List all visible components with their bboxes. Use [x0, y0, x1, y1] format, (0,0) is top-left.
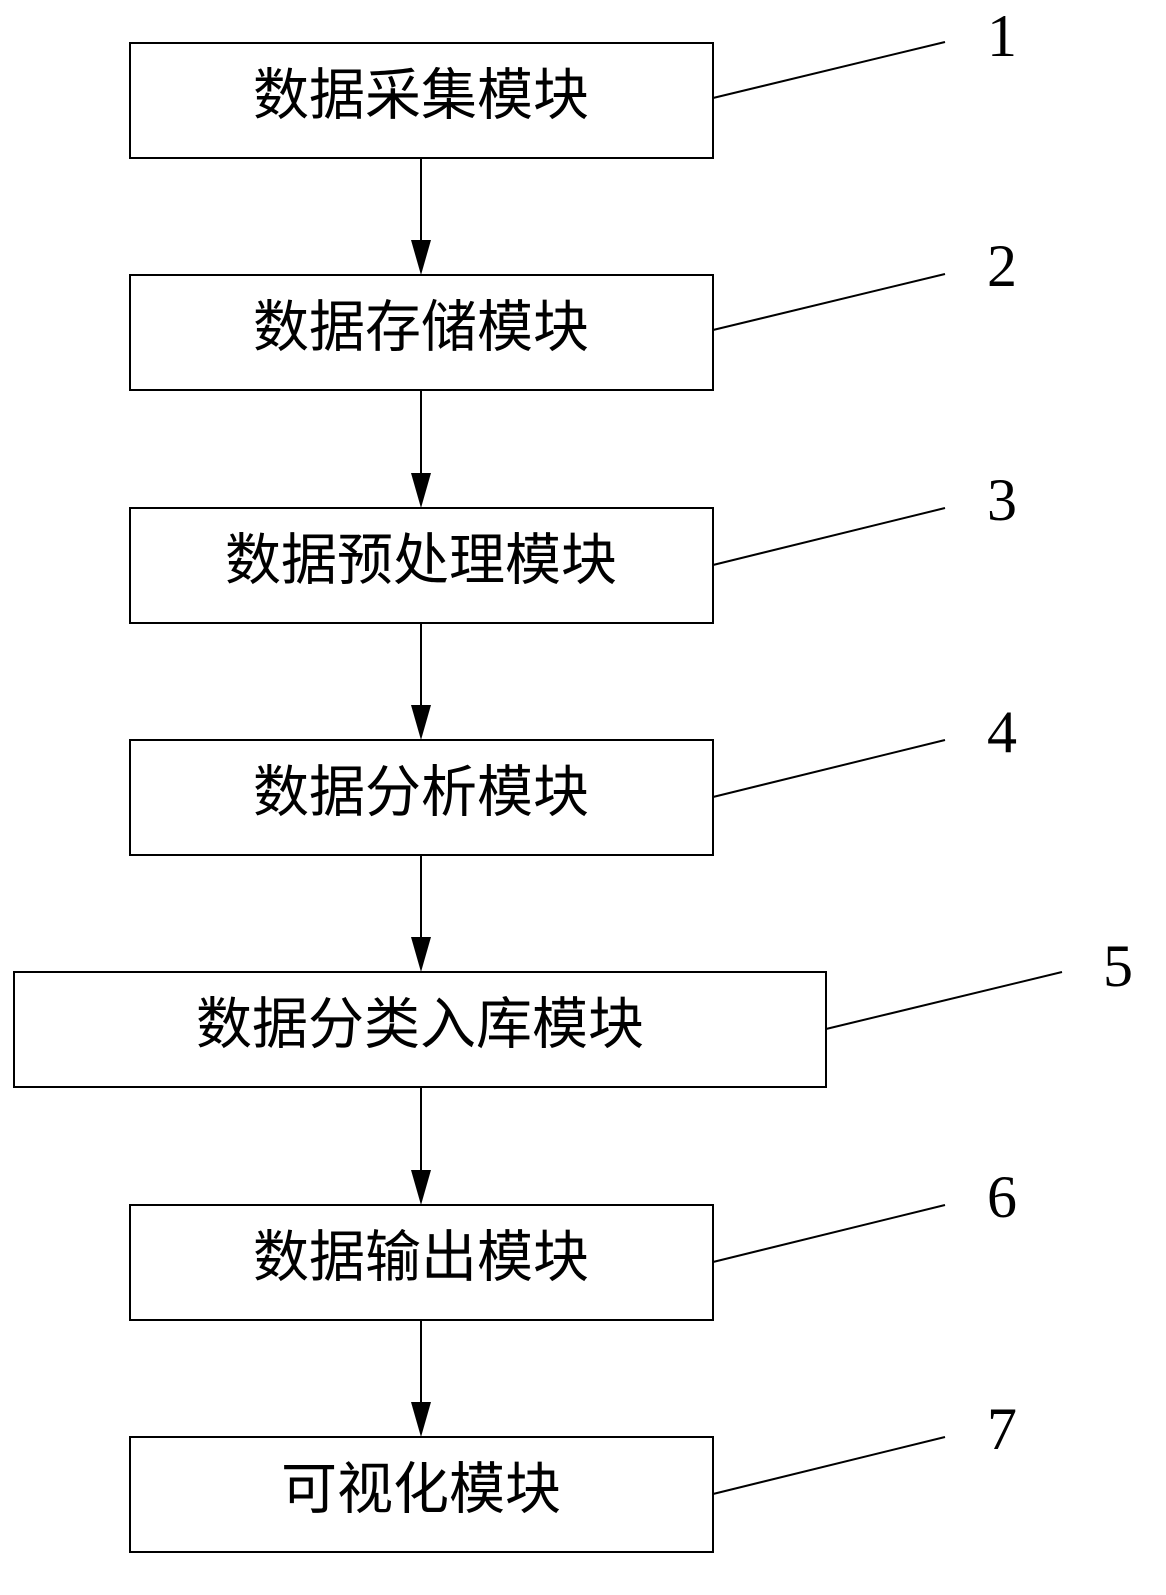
reference-number: 3 — [987, 467, 1017, 533]
leader-line — [712, 1436, 946, 1495]
flow-arrow — [411, 158, 431, 275]
reference-number: 7 — [987, 1396, 1017, 1462]
leader-line — [825, 971, 1063, 1030]
arrowhead — [411, 240, 431, 275]
flow-arrow — [411, 623, 431, 740]
arrowhead — [411, 705, 431, 740]
module-label: 数据预处理模块 — [225, 529, 617, 594]
arrowhead — [411, 1402, 431, 1437]
module-data-storage: 数据存储模块 2 — [129, 233, 1017, 391]
module-data-classification-storage: 数据分类入库模块 5 — [13, 933, 1133, 1088]
leader-line — [712, 273, 946, 331]
leader-line — [712, 739, 946, 798]
reference-number: 5 — [1103, 933, 1133, 999]
module-data-analysis: 数据分析模块 4 — [129, 699, 1017, 856]
reference-number: 4 — [987, 699, 1017, 765]
module-data-collection: 数据采集模块 1 — [129, 3, 1017, 159]
module-data-preprocessing: 数据预处理模块 3 — [129, 467, 1017, 624]
leader-line — [712, 41, 946, 99]
flow-arrow — [411, 855, 431, 972]
flow-arrow — [411, 1087, 431, 1205]
module-label: 数据输出模块 — [253, 1226, 589, 1291]
reference-number: 1 — [987, 3, 1017, 69]
reference-number: 2 — [987, 233, 1017, 299]
leader-line — [712, 507, 946, 566]
module-label: 数据分析模块 — [253, 761, 589, 826]
module-data-output: 数据输出模块 6 — [129, 1164, 1017, 1321]
module-label: 数据采集模块 — [253, 64, 589, 129]
flow-arrow — [411, 1320, 431, 1437]
leader-line — [712, 1204, 946, 1263]
module-visualization: 可视化模块 7 — [129, 1396, 1017, 1553]
reference-number: 6 — [987, 1164, 1017, 1230]
module-label: 数据分类入库模块 — [196, 993, 644, 1058]
arrowhead — [411, 937, 431, 972]
arrowhead — [411, 1170, 431, 1205]
module-label: 可视化模块 — [281, 1458, 561, 1523]
arrowhead — [411, 473, 431, 508]
module-label: 数据存储模块 — [253, 296, 589, 361]
flow-arrow — [411, 390, 431, 508]
module-box — [129, 1436, 714, 1553]
